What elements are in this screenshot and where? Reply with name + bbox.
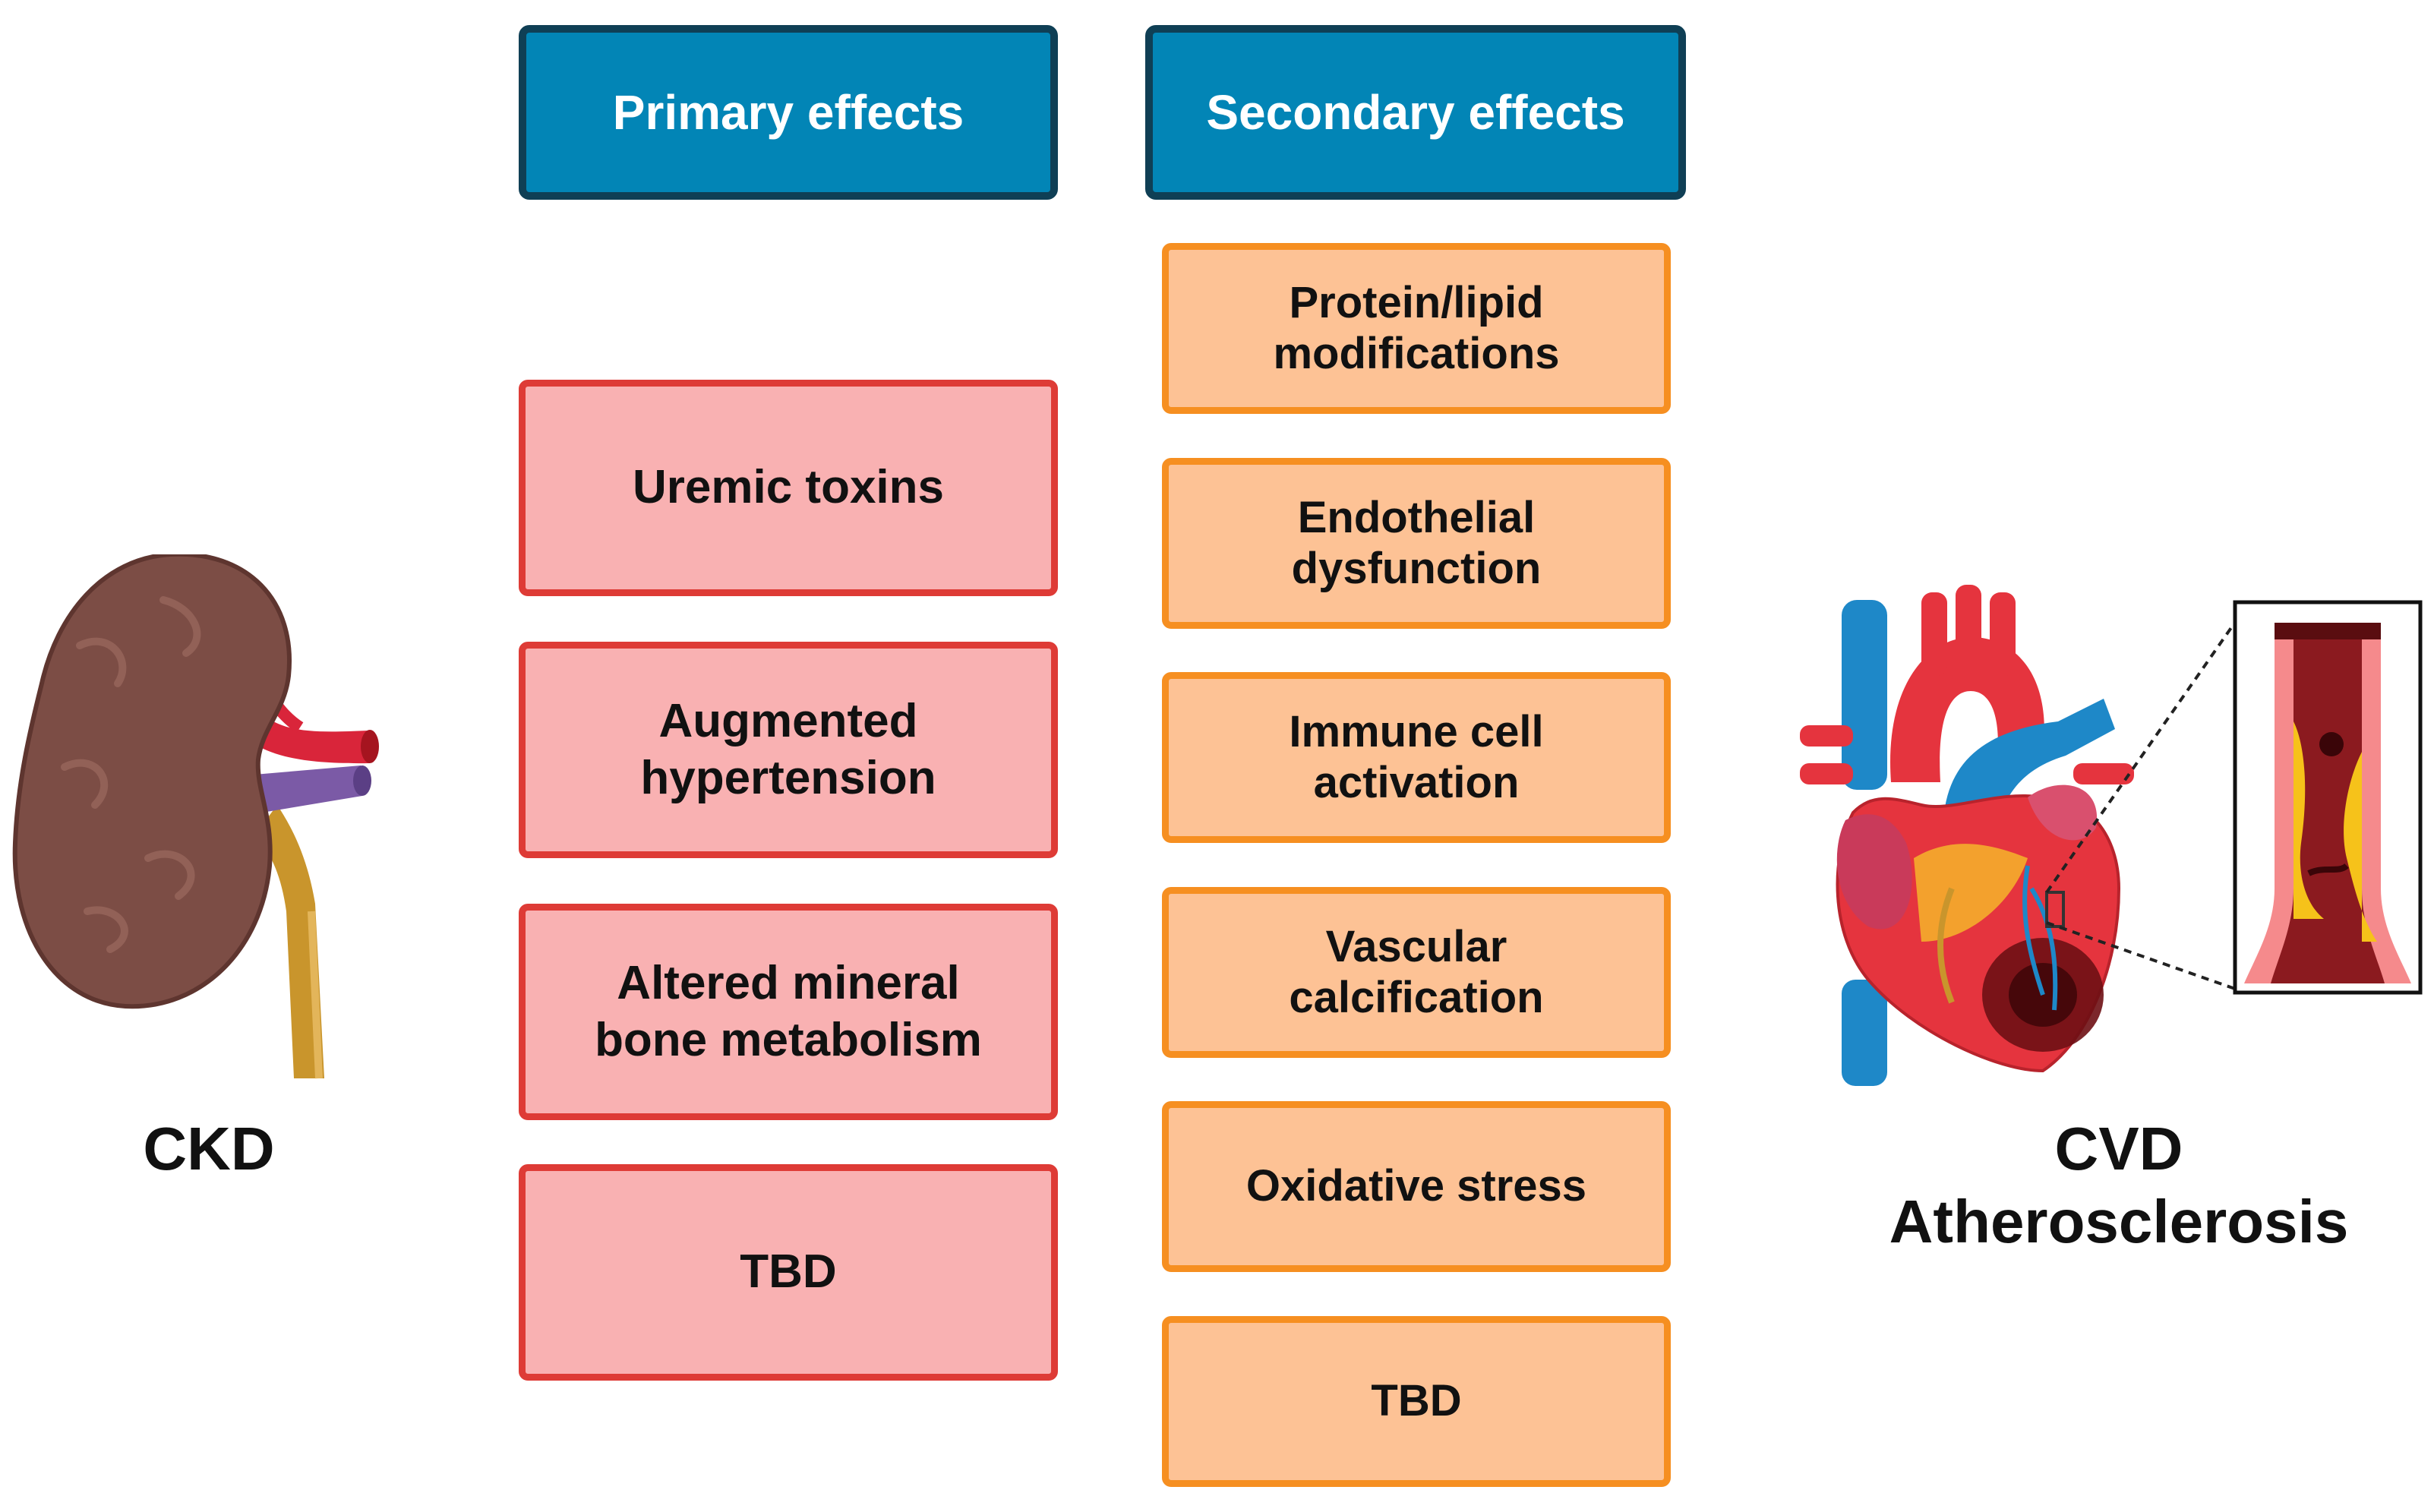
ckd-label: CKD <box>143 1115 275 1182</box>
primary-effect-label: TBD <box>740 1245 837 1299</box>
secondary-effects-header: Secondary effects <box>1145 25 1686 200</box>
primary-effect-label: Altered mineral bone metabolism <box>595 957 982 1066</box>
cvd-label-line2: Atherosclerosis <box>1889 1188 2349 1255</box>
secondary-effect-box-2: Endothelial dysfunction <box>1162 458 1671 629</box>
secondary-effect-label: Protein/lipid modifications <box>1273 277 1560 378</box>
heart-icon <box>1800 585 2134 1086</box>
secondary-effect-label: Endothelial dysfunction <box>1291 492 1542 593</box>
inset-connector-lines <box>2045 602 2249 995</box>
primary-effect-box-1: Uremic toxins <box>519 380 1058 596</box>
primary-effect-box-2: Augmented hypertension <box>519 642 1058 858</box>
secondary-effect-label: Vascular calcification <box>1289 921 1544 1022</box>
cvd-label: CVD Atherosclerosis <box>1876 1113 2362 1258</box>
secondary-effect-label: Immune cell activation <box>1289 706 1544 807</box>
secondary-effect-label: TBD <box>1371 1376 1462 1426</box>
secondary-effect-box-6: TBD <box>1162 1316 1671 1487</box>
kidney-icon <box>12 554 379 1079</box>
cvd-label-line1: CVD <box>2054 1115 2183 1182</box>
secondary-effect-box-3: Immune cell activation <box>1162 672 1671 843</box>
artery-plaque-inset <box>2233 600 2423 995</box>
secondary-effect-box-5: Oxidative stress <box>1162 1101 1671 1272</box>
primary-effect-label: Augmented hypertension <box>640 695 936 804</box>
secondary-effect-label: Oxidative stress <box>1245 1161 1587 1211</box>
primary-effect-box-3: Altered mineral bone metabolism <box>519 904 1058 1120</box>
primary-effect-label: Uremic toxins <box>632 461 945 514</box>
secondary-effect-box-4: Vascular calcification <box>1162 887 1671 1058</box>
primary-effects-header: Primary effects <box>519 25 1058 200</box>
secondary-effect-box-1: Protein/lipid modifications <box>1162 243 1671 414</box>
primary-effect-box-4: TBD <box>519 1164 1058 1381</box>
